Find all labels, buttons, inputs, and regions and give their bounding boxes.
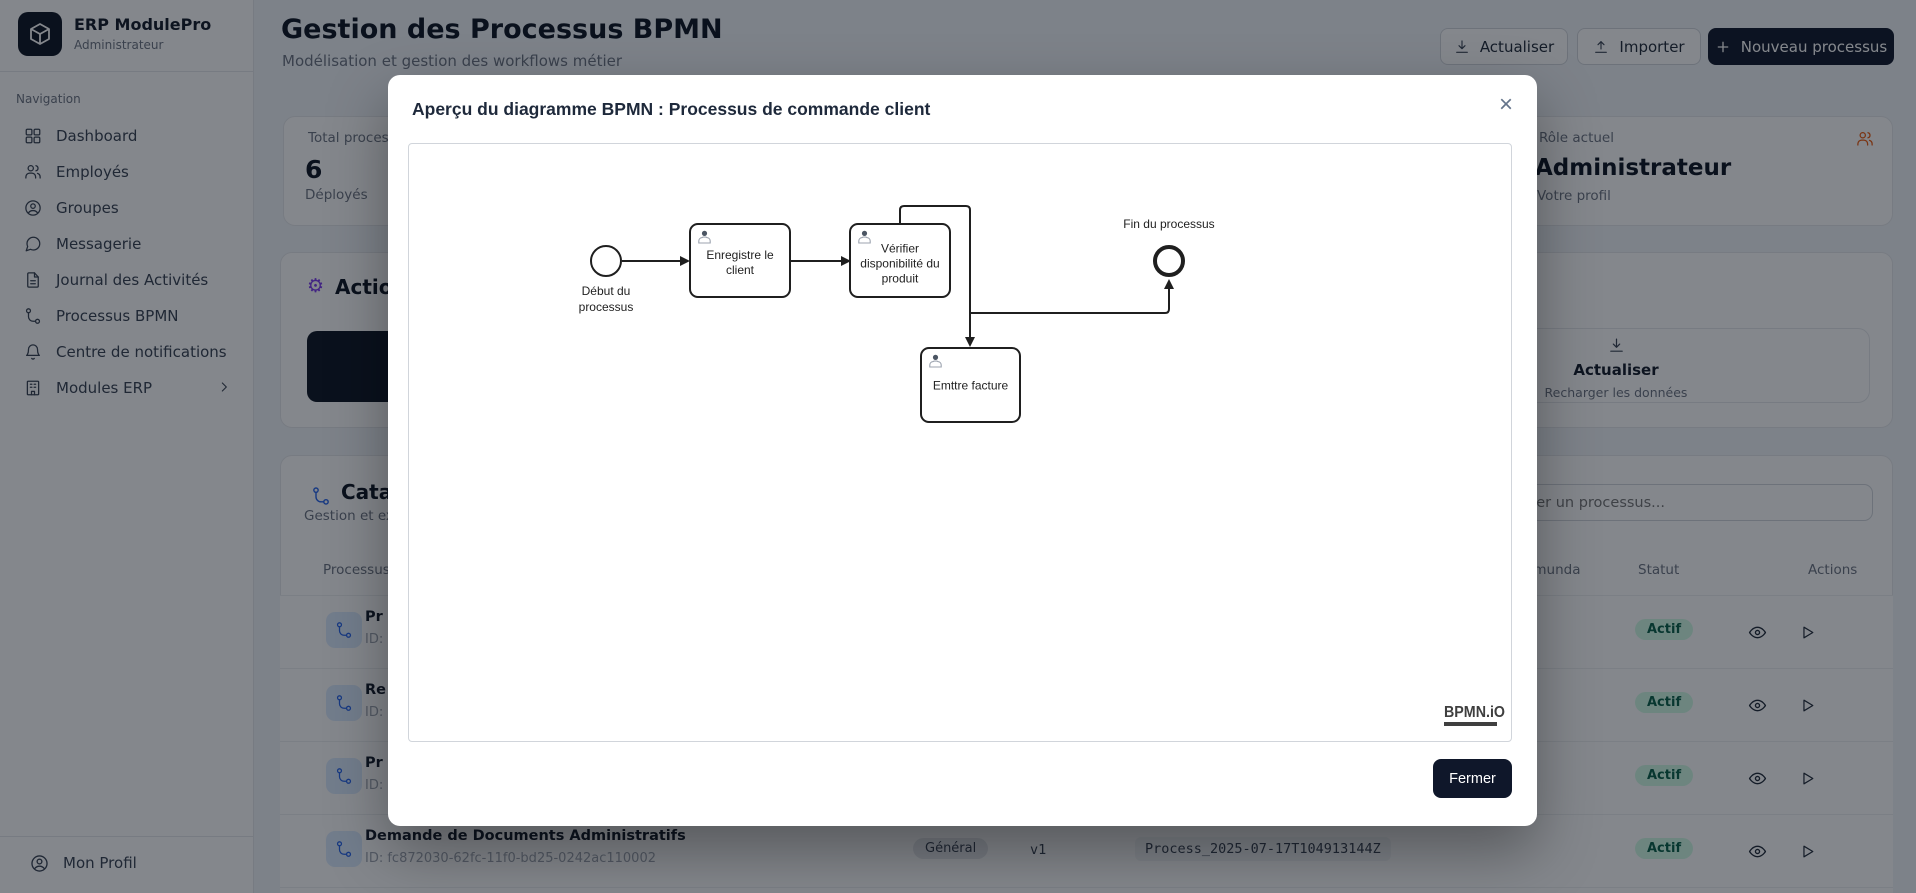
fermer-button[interactable]: Fermer: [1433, 759, 1512, 798]
bpmn-end-event[interactable]: [1153, 245, 1185, 277]
bpmn-end-label: Fin du processus: [1123, 217, 1215, 231]
user-task-icon: [698, 230, 711, 244]
modal-title: Aperçu du diagramme BPMN : Processus de …: [412, 99, 931, 119]
bpmn-start-event[interactable]: [590, 245, 622, 277]
user-task-icon: [929, 354, 942, 368]
task-label: Enregistre le client: [706, 247, 774, 277]
task-label: Vérifier disponibilité du produit: [860, 241, 940, 286]
close-icon[interactable]: ×: [1498, 91, 1513, 118]
task-label: Emttre facture: [932, 378, 1009, 393]
user-task-icon: [858, 230, 871, 244]
bpmn-start-label: Début du processus: [578, 284, 634, 314]
bpmn-task-emettre-facture[interactable]: Emttre facture: [920, 347, 1021, 423]
bpmn-io-logo-underline: [1444, 722, 1497, 726]
bpmn-task-verifier-disponibilite[interactable]: Vérifier disponibilité du produit: [849, 223, 951, 298]
bpmn-connectors: [622, 205, 1174, 347]
bpmn-io-logo-text: BPMN.iO: [1444, 704, 1506, 721]
bpmn-task-enregistrer-client[interactable]: Enregistre le client: [689, 223, 791, 298]
bpmn-canvas: Début du processus Enregistre le client …: [408, 143, 1512, 742]
bpmn-io-watermark[interactable]: BPMN.iO: [1444, 704, 1506, 730]
bpmn-preview-modal: Aperçu du diagramme BPMN : Processus de …: [388, 75, 1537, 826]
